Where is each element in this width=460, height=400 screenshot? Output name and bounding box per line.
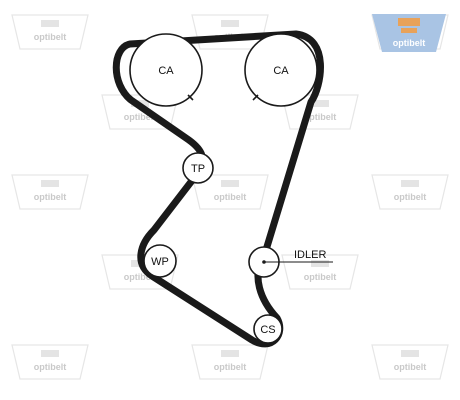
- watermark-text: optibelt: [34, 192, 67, 202]
- watermark-text: optibelt: [34, 32, 67, 42]
- watermark-text: optibelt: [124, 272, 157, 282]
- watermark-text: optibelt: [124, 112, 157, 122]
- watermark-mark: optibelt: [281, 94, 359, 130]
- watermark-text: optibelt: [214, 362, 247, 372]
- water-pump-pulley: WP: [143, 244, 177, 278]
- watermark-text: optibelt: [304, 272, 337, 282]
- watermark-mark: optibelt: [191, 344, 269, 380]
- idler-callout: IDLER: [265, 249, 333, 263]
- watermark-text: optibelt: [34, 362, 67, 372]
- pulley-label-ca-right: CA: [273, 65, 289, 77]
- logo-text: optibelt: [393, 38, 426, 48]
- watermark-mark: optibelt: [281, 254, 359, 290]
- pulley-label-ca-left: CA: [158, 65, 174, 77]
- camshaft-pulley-left: CA: [129, 33, 203, 107]
- tensioner-pulley: TP: [182, 152, 214, 184]
- camshaft-pulley-right: CA: [244, 33, 318, 107]
- pulley-label-cs: CS: [260, 324, 275, 336]
- watermark-mark: optibelt: [371, 344, 449, 380]
- watermark-text: optibelt: [394, 192, 427, 202]
- watermark-mark: optibelt: [11, 344, 89, 380]
- watermark-text: optibelt: [214, 192, 247, 202]
- watermark-mark: optibelt: [371, 174, 449, 210]
- optibelt-logo: optibelt: [372, 14, 446, 52]
- idler-callout-label: IDLER: [294, 249, 326, 261]
- watermark-mark: optibelt: [11, 14, 89, 50]
- watermark-text: optibelt: [304, 112, 337, 122]
- pulley-label-wp: WP: [151, 256, 169, 268]
- watermark-mark: optibelt: [191, 174, 269, 210]
- watermark-text: optibelt: [394, 362, 427, 372]
- timing-belt: [112, 30, 324, 348]
- watermark-mark: optibelt: [11, 174, 89, 210]
- crankshaft-pulley: CS: [253, 314, 283, 344]
- pulley-label-tp: TP: [191, 163, 205, 175]
